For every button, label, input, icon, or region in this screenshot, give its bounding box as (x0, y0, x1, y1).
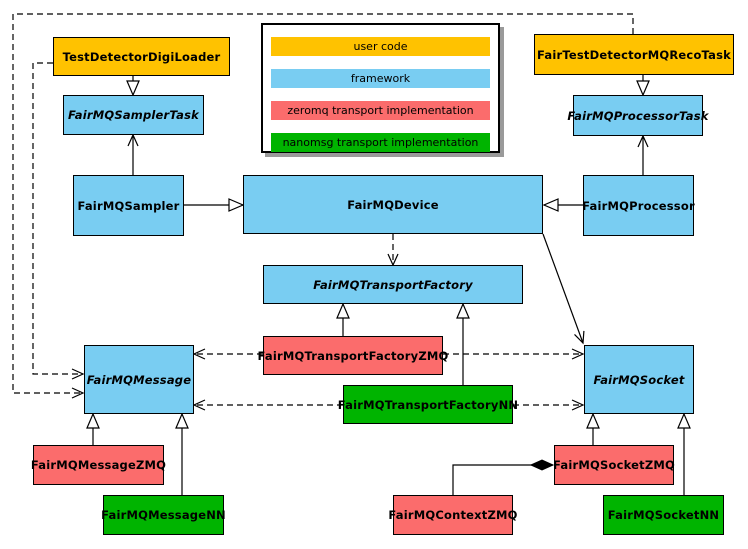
node-fairmq-transport-factory: FairMQTransportFactory (263, 265, 523, 304)
legend-item-user-code: user code (271, 37, 490, 56)
node-fairmq-socket-zmq: FairMQSocketZMQ (553, 445, 675, 485)
node-label: FairMQMessageNN (101, 508, 226, 522)
node-fairmq-message-zmq: FairMQMessageZMQ (30, 445, 167, 485)
legend-item-label: nanomsg transport implementation (282, 136, 479, 149)
legend-item-label: zeromq transport implementation (287, 104, 474, 117)
edge-device-socket-association (542, 233, 585, 345)
node-fairmq-processor: FairMQProcessor (582, 175, 695, 236)
legend-item-label: user code (353, 40, 408, 53)
node-label: FairMQMessage (86, 372, 192, 387)
node-fairmq-device: FairMQDevice (243, 175, 543, 234)
node-label: FairMQTransportFactoryZMQ (257, 348, 449, 363)
node-fairmq-context-zmq: FairMQContextZMQ (388, 495, 517, 535)
node-fair-test-detector-mq-reco-task: FairTestDetectorMQRecoTask (534, 34, 734, 75)
node-label: FairMQTransportFactoryNN (337, 397, 519, 412)
node-label: FairMQContextZMQ (388, 508, 518, 522)
node-fairmq-message-nn: FairMQMessageNN (101, 495, 226, 535)
node-label: TestDetectorDigiLoader (62, 49, 221, 64)
node-fairmq-transport-factory-zmq: FairMQTransportFactoryZMQ (258, 336, 448, 375)
node-label: FairMQSampler (77, 198, 180, 213)
node-fairmq-sampler-task: FairMQSamplerTask (63, 95, 204, 135)
node-fairmq-socket: FairMQSocket (584, 345, 694, 414)
legend: user code framework zeromq transport imp… (261, 23, 500, 153)
node-fairmq-processor-task: FairMQProcessorTask (567, 95, 708, 136)
node-label: FairMQDevice (347, 197, 439, 212)
node-label: FairMQSamplerTask (68, 108, 199, 122)
node-label: FairMQTransportFactory (313, 277, 473, 292)
legend-item-nanomsg: nanomsg transport implementation (271, 133, 490, 152)
node-fairmq-message: FairMQMessage (84, 345, 194, 414)
node-label: FairMQSocketZMQ (553, 458, 675, 472)
node-test-detector-digi-loader: TestDetectorDigiLoader (53, 37, 230, 76)
legend-item-label: framework (350, 72, 411, 85)
node-label: FairMQSocketNN (607, 508, 720, 522)
node-label: FairMQProcessorTask (567, 108, 709, 123)
legend-item-framework: framework (271, 69, 490, 88)
legend-item-zeromq: zeromq transport implementation (271, 101, 490, 120)
node-label: FairTestDetectorMQRecoTask (537, 47, 731, 62)
node-label: FairMQProcessor (582, 198, 695, 213)
node-fairmq-socket-nn: FairMQSocketNN (603, 495, 724, 535)
node-fairmq-transport-factory-nn: FairMQTransportFactoryNN (338, 385, 518, 424)
node-fairmq-sampler: FairMQSampler (73, 175, 184, 236)
node-label: FairMQMessageZMQ (30, 458, 167, 472)
node-label: FairMQSocket (593, 372, 685, 387)
edge-contextzmq-socketzmq-composition (452, 465, 553, 495)
